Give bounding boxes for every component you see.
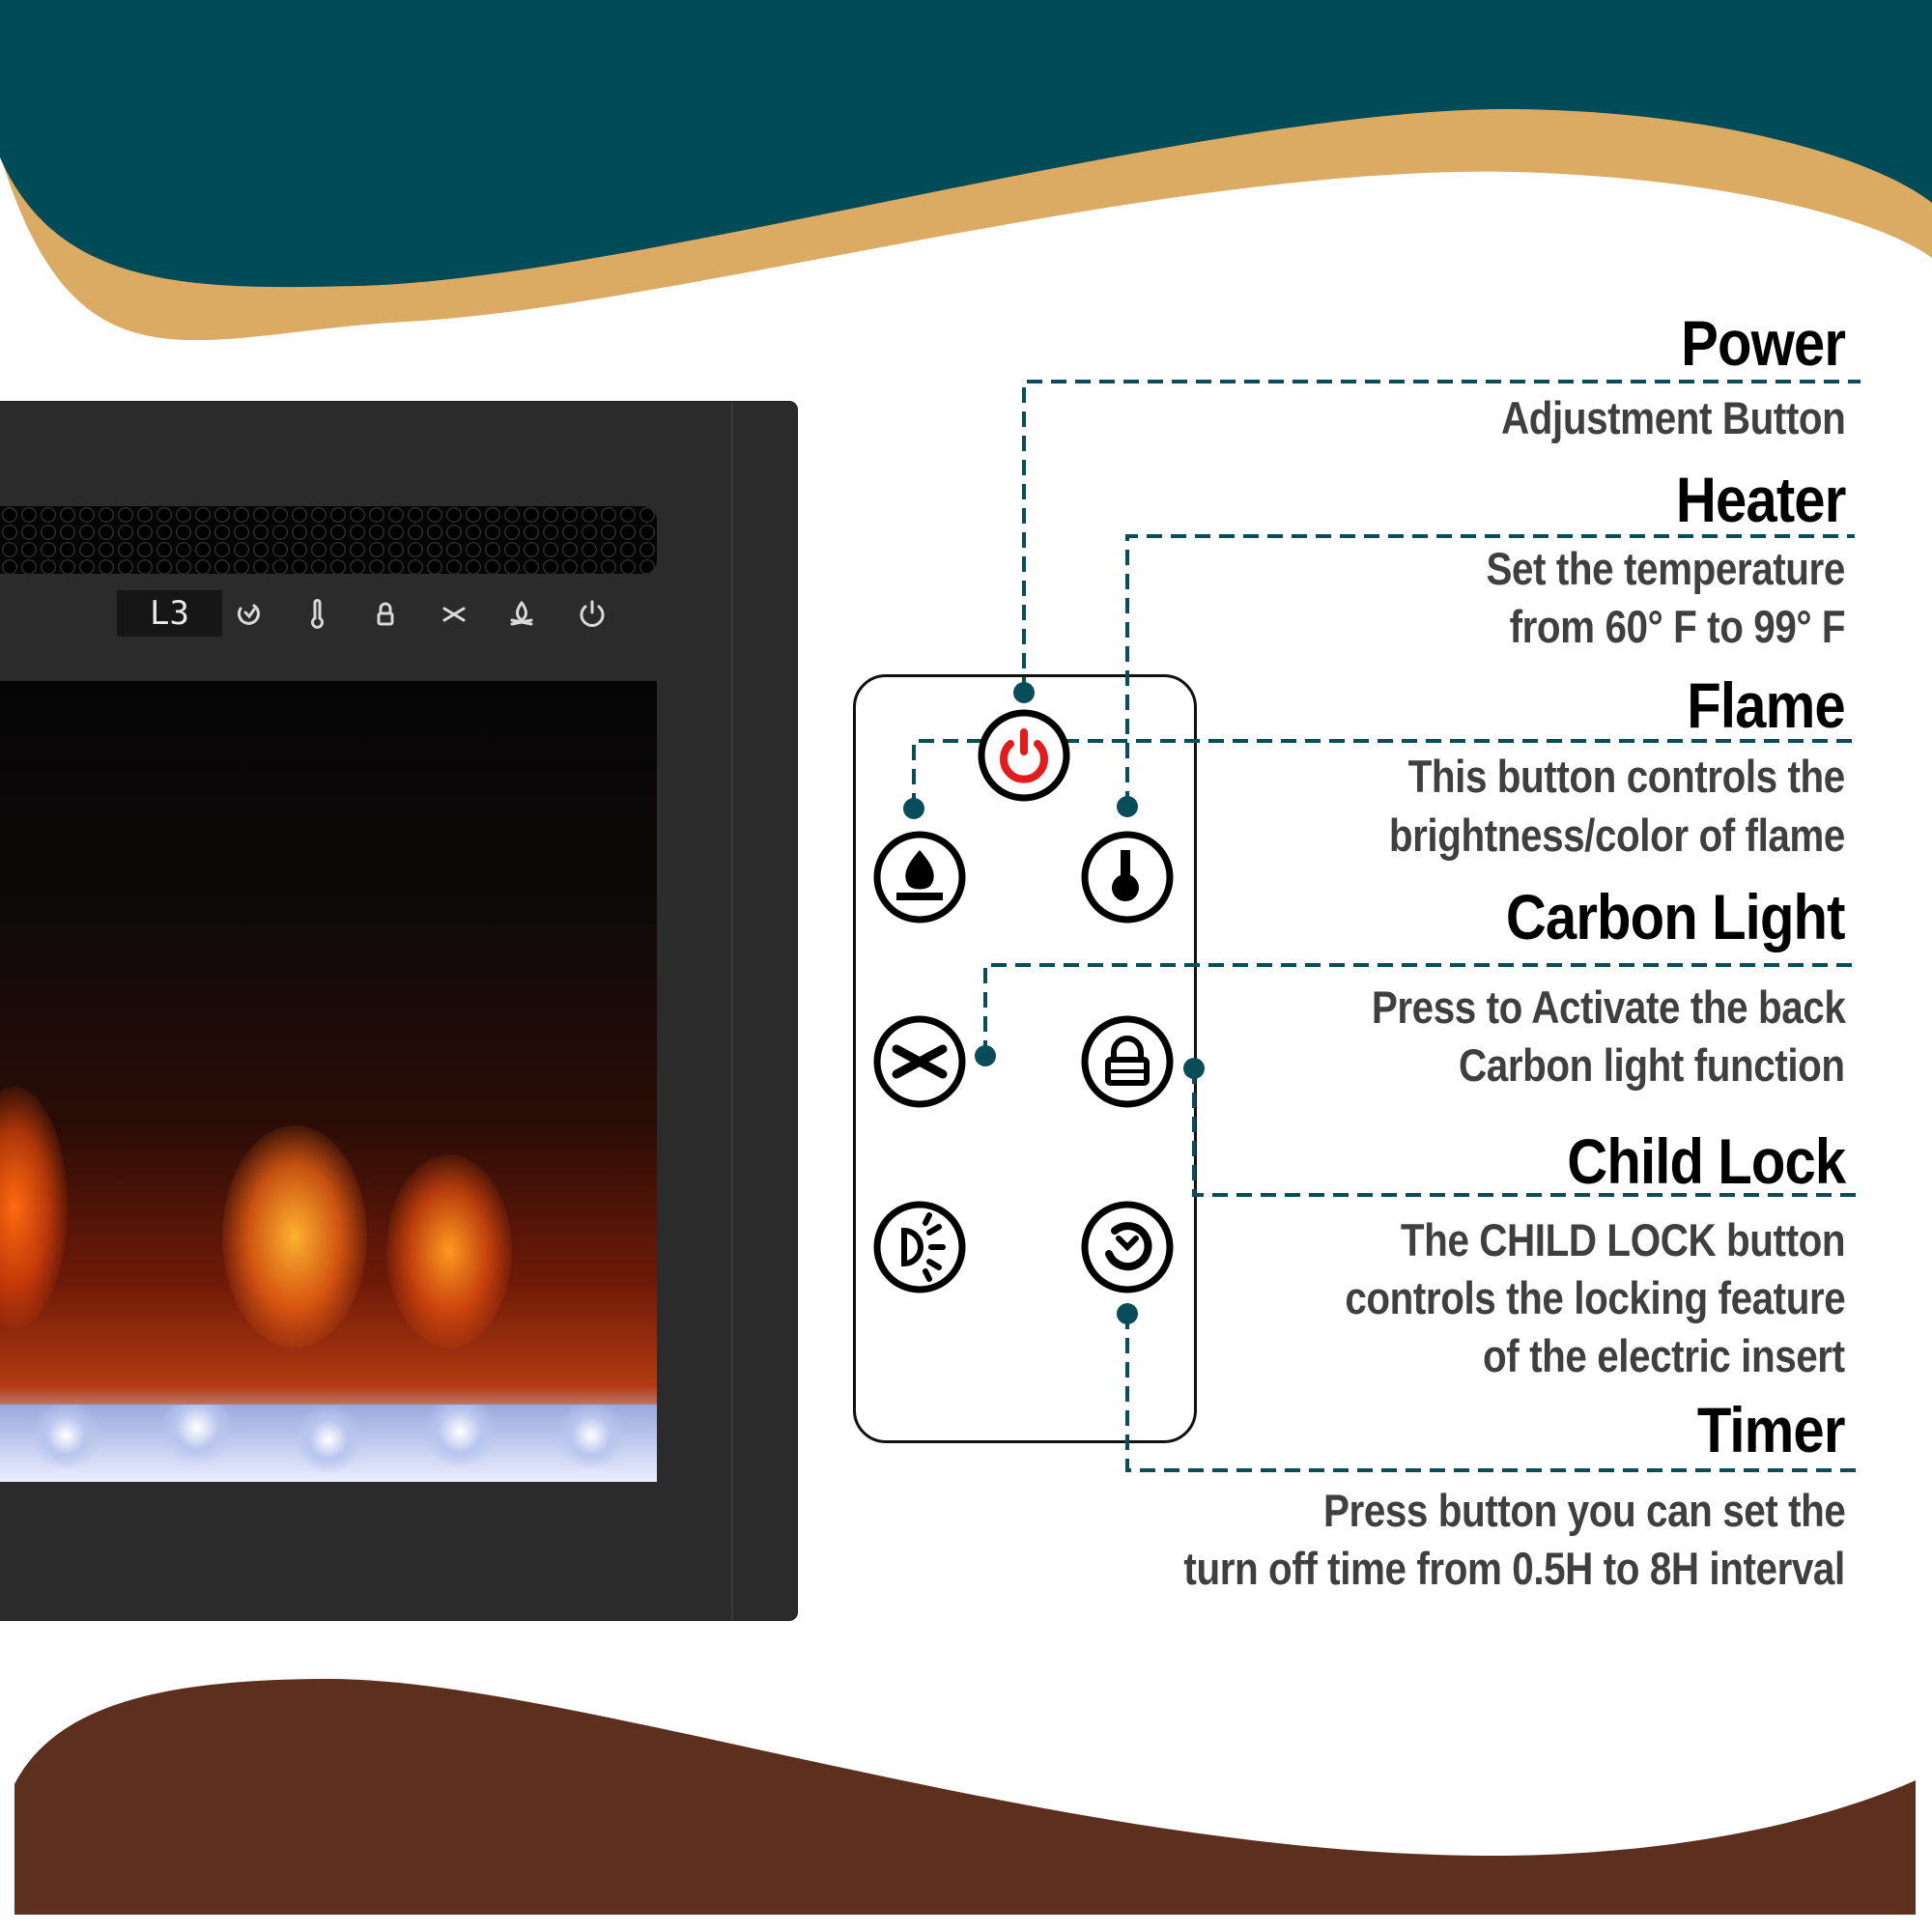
carbon-dot	[975, 1045, 996, 1066]
carbon-light-title: Carbon Light	[1506, 881, 1846, 952]
flame-title: Flame	[1687, 669, 1846, 741]
carbon-light-icon[interactable]	[442, 607, 466, 622]
thermometer-icon[interactable]	[311, 599, 324, 629]
carbon-light-description-line-1: Press to Activate the back	[1371, 981, 1845, 1033]
timer-title: Timer	[1697, 1394, 1846, 1465]
remote-brightness-button[interactable]	[873, 1201, 966, 1293]
remote-child-lock-button[interactable]	[1081, 1015, 1174, 1108]
flame-glow-3	[386, 1154, 512, 1348]
heater-vent	[0, 506, 657, 574]
fireplace: L3	[0, 402, 797, 1620]
remote-carbon-light-button[interactable]	[873, 1015, 966, 1108]
carbon-light-description-line-2: Carbon light function	[1459, 1039, 1845, 1091]
child-lock-description-line-2: controls the locking feature	[1344, 1272, 1845, 1323]
remote-timer-button[interactable]	[1081, 1201, 1174, 1293]
timer-description-line-1: Press button you can set the	[1322, 1485, 1846, 1536]
remote-power-button[interactable]	[978, 709, 1070, 802]
panel-controls	[237, 599, 605, 629]
timer-dot	[1117, 1303, 1138, 1324]
timer-icon[interactable]	[237, 604, 260, 625]
carbon-connector	[983, 963, 1857, 1056]
remote-heater-button[interactable]	[1081, 831, 1174, 923]
lock-dot	[1183, 1058, 1205, 1079]
flame-dot	[903, 798, 924, 819]
child-lock-title: Child Lock	[1566, 1125, 1846, 1197]
heater-connector	[1125, 534, 1855, 807]
brightness-icon	[901, 1212, 946, 1282]
timer-description-line-2: turn off time from 0.5H to 8H interval	[1183, 1543, 1846, 1594]
timer-icon	[1105, 1222, 1152, 1271]
teal-wave	[0, 0, 1932, 288]
firebox	[0, 681, 657, 1482]
remote-flame-button[interactable]	[873, 831, 966, 923]
heater-title: Heater	[1675, 464, 1845, 535]
brown-wave	[14, 1679, 1916, 1915]
lock-connector	[1192, 1068, 1858, 1197]
power-description: Adjustment Button	[1500, 392, 1846, 443]
thermometer-icon	[1112, 850, 1140, 902]
carbon-light-icon	[892, 1044, 948, 1079]
power-icon[interactable]	[580, 600, 605, 627]
temperature-display: L3	[117, 590, 222, 637]
power-dot	[1013, 682, 1035, 703]
flame-description-line-2: brightness/color of flame	[1388, 810, 1846, 861]
heater-description-line-2: from 60° F to 99° F	[1509, 601, 1845, 652]
lock-icon	[1105, 1036, 1150, 1086]
child-lock-description-line-1: The CHILD LOCK button	[1400, 1214, 1846, 1265]
heater-dot	[1117, 796, 1138, 817]
crystal-ember-bed	[0, 1405, 657, 1482]
flame-icon[interactable]	[510, 601, 533, 626]
flame-icon	[896, 850, 943, 900]
power-connector	[1022, 380, 1861, 693]
frame-side-divider	[731, 402, 733, 1620]
flame-glow-2	[222, 1125, 367, 1348]
child-lock-description-line-3: of the electric insert	[1483, 1330, 1845, 1381]
flame-description-line-1: This button controls the	[1407, 751, 1846, 802]
lock-icon[interactable]	[377, 602, 394, 626]
heater-description-line-1: Set the temperature	[1486, 543, 1846, 594]
timer-connector	[1125, 1314, 1858, 1472]
power-icon	[1000, 740, 1048, 783]
power-title: Power	[1681, 307, 1846, 379]
